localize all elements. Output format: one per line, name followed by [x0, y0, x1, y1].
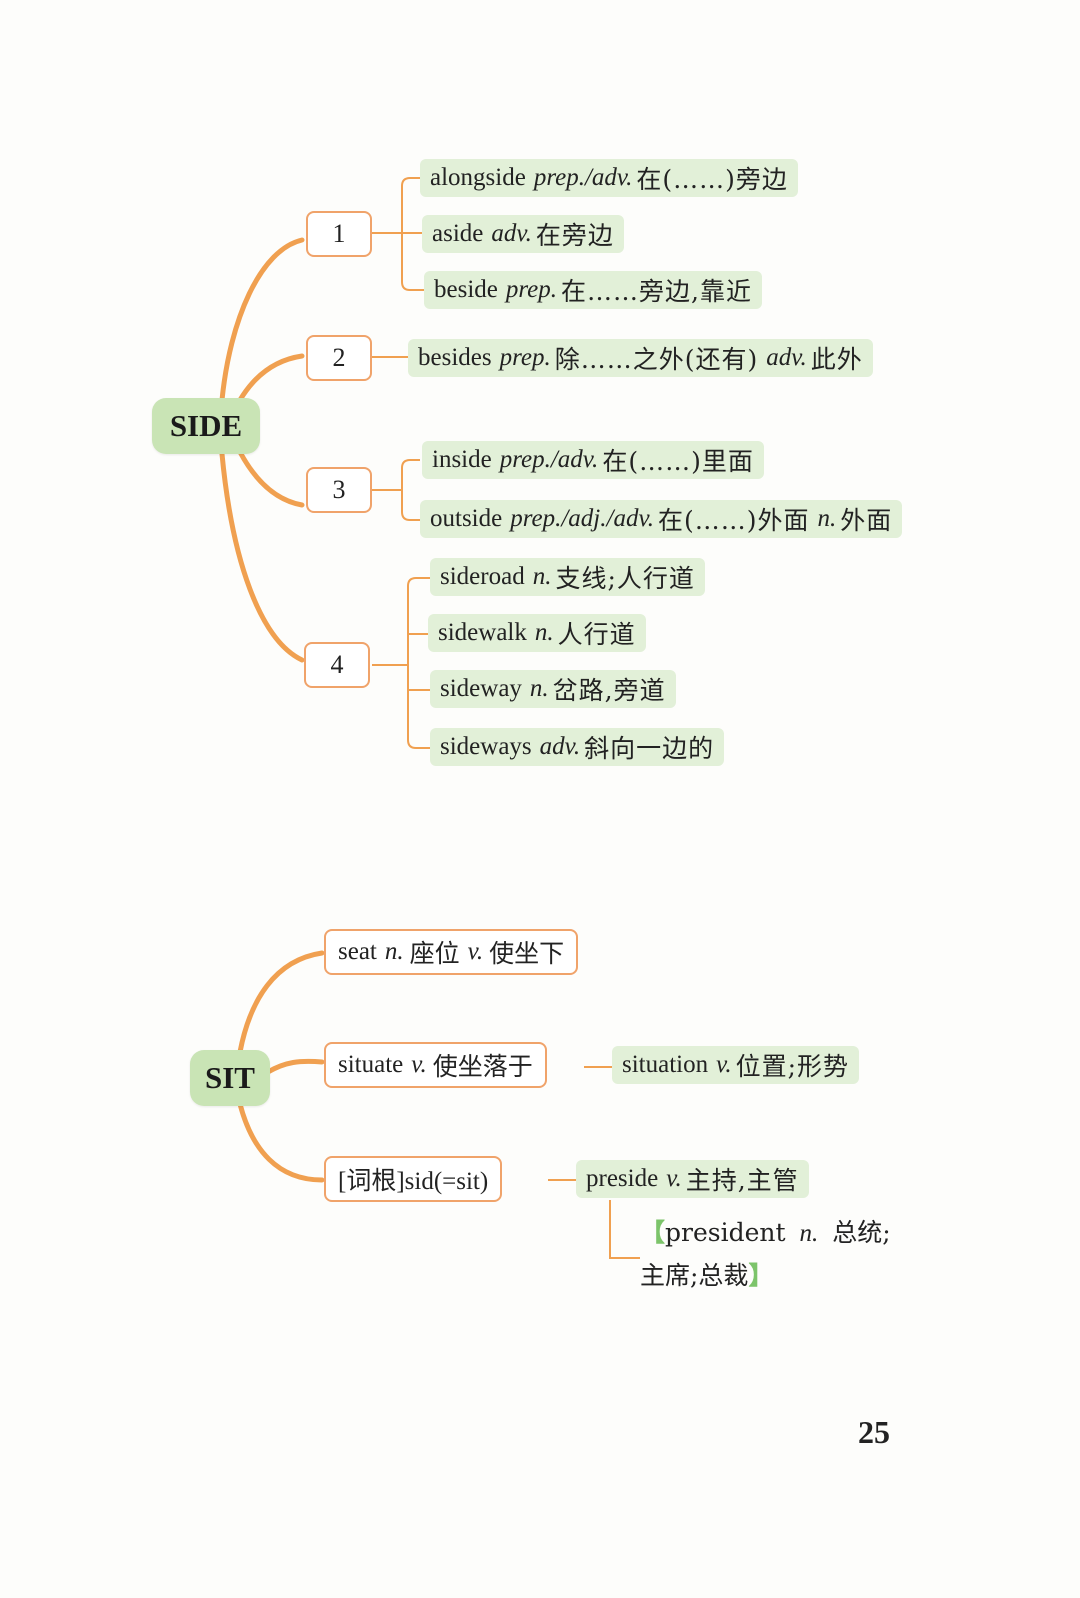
meaning: 在旁边: [535, 221, 614, 250]
word: sideways: [440, 733, 532, 760]
word: preside: [586, 1165, 659, 1192]
sit-branch-3: [237, 1101, 325, 1183]
leaf-beside: beside prep. 在……旁边,靠近: [424, 271, 762, 309]
meaning: 人行道: [557, 620, 636, 649]
part-of-speech: n.: [532, 563, 552, 590]
word: seat: [338, 938, 377, 965]
group-number-3: 3: [306, 467, 372, 513]
meaning: 岔路,旁道: [552, 676, 666, 705]
part-of-speech: n.: [384, 938, 404, 965]
open-bracket: 【: [640, 1218, 666, 1247]
part-of-speech: n.: [534, 619, 554, 646]
branch-root-sid: [词根]sid(=sit): [324, 1156, 503, 1202]
meaning: 在(……)里面: [602, 447, 754, 476]
part-of-speech: prep./adj./adv.: [510, 505, 654, 532]
meaning: 使坐落于: [432, 1052, 533, 1081]
word: situation: [622, 1051, 709, 1078]
meaning-2: 使坐下: [489, 939, 565, 968]
leaf-situation: situation v. 位置;形势: [612, 1046, 860, 1084]
word: alongside: [430, 164, 526, 191]
meaning: 主持,主管: [685, 1166, 799, 1195]
page-number: 25: [858, 1414, 890, 1450]
root-text: [词根]sid(=sit): [338, 1168, 489, 1195]
leaf-inside: inside prep./adv. 在(……)里面: [422, 441, 764, 479]
branch-seat: seat n. 座位 v. 使坐下: [324, 929, 579, 975]
meaning: 在(……)旁边: [636, 165, 788, 194]
leaf-outside: outside prep./adj./adv. 在(……)外面 n. 外面: [420, 500, 903, 538]
word: president: [665, 1218, 786, 1247]
meaning: 除……之外(还有): [554, 345, 759, 374]
word: beside: [434, 276, 498, 303]
side-branch-3: [237, 449, 305, 508]
part-of-speech: prep./adv.: [533, 164, 633, 191]
side-branch-4: [219, 451, 305, 663]
leaf-preside: preside v. 主持,主管: [576, 1160, 809, 1198]
part-of-speech: prep.: [499, 344, 551, 371]
leaf-alongside: alongside prep./adv. 在(……)旁边: [420, 159, 798, 197]
word: sideway: [440, 675, 522, 702]
leaf-aside: aside adv. 在旁边: [422, 215, 624, 253]
note-president: 【president n. 总统;主席;总裁】: [640, 1212, 915, 1297]
part-of-speech-2: adv.: [766, 344, 807, 371]
word: outside: [430, 505, 503, 532]
part-of-speech: v.: [716, 1051, 732, 1078]
word: situate: [338, 1051, 404, 1078]
part-of-speech-2: n.: [817, 505, 837, 532]
word: sideroad: [440, 563, 525, 590]
meaning-2: 外面: [840, 506, 893, 535]
leaf-sideroad: sideroad n. 支线;人行道: [430, 558, 705, 596]
group-number-2: 2: [306, 335, 372, 381]
root-node-side: SIDE: [152, 398, 260, 454]
part-of-speech: prep./adv.: [499, 446, 599, 473]
part-of-speech: adv.: [539, 733, 581, 760]
sit-branch-2: [265, 1058, 325, 1075]
close-bracket: 】: [748, 1261, 774, 1290]
part-of-speech-2: v.: [467, 938, 484, 965]
word: aside: [432, 220, 484, 247]
leaf-besides: besides prep. 除……之外(还有) adv. 此外: [408, 339, 873, 377]
sit-branch-1: [237, 950, 325, 1055]
part-of-speech: n.: [529, 675, 549, 702]
part-of-speech: v.: [666, 1165, 682, 1192]
part-of-speech: adv.: [491, 220, 532, 247]
meaning: 在……旁边,靠近: [561, 277, 752, 306]
branch-situate: situate v. 使坐落于: [324, 1042, 547, 1088]
word: besides: [418, 344, 492, 371]
leaf-sidewalk: sidewalk n. 人行道: [428, 614, 646, 652]
root-node-sit: SIT: [190, 1050, 270, 1106]
group-number-1: 1: [306, 211, 372, 257]
meaning: 总统;主席;总裁: [640, 1218, 891, 1290]
meaning-2: 此外: [810, 345, 863, 374]
side-branch-2: [237, 353, 305, 403]
side-branch-1: [219, 237, 305, 403]
word: sidewalk: [438, 619, 527, 646]
part-of-speech: v.: [411, 1051, 427, 1078]
part-of-speech: n.: [799, 1220, 819, 1247]
leaf-sideways: sideways adv. 斜向一边的: [430, 728, 725, 766]
meaning: 位置;形势: [735, 1052, 850, 1081]
part-of-speech: prep.: [505, 276, 558, 303]
meaning: 支线;人行道: [555, 564, 695, 593]
meaning: 座位: [409, 939, 460, 968]
leaf-sideway: sideway n. 岔路,旁道: [430, 670, 676, 708]
word: inside: [432, 446, 492, 473]
group-number-4: 4: [304, 642, 370, 688]
meaning: 在(……)外面: [657, 506, 810, 535]
meaning: 斜向一边的: [584, 734, 715, 763]
